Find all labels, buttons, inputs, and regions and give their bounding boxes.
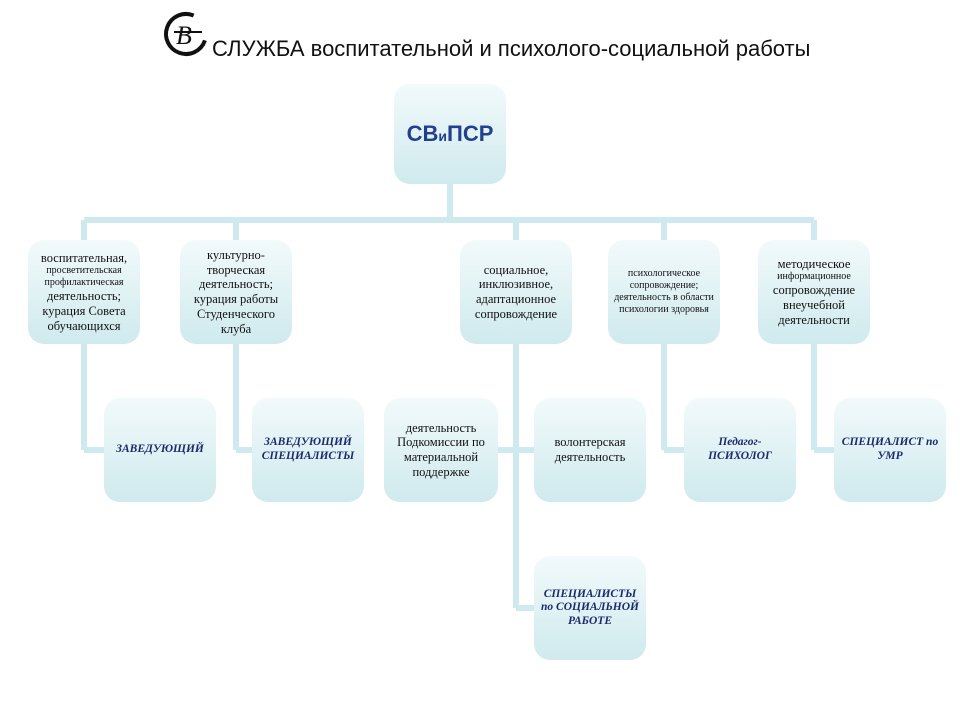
branch-social: социальное, инклюзивное, адаптационное с… [460, 240, 572, 344]
branch-vospit-line: деятельность; [46, 289, 122, 304]
branch-psych: психологическое сопровождение; деятельно… [608, 240, 720, 344]
role-metod: СПЕЦИАЛИСТ по УМР [834, 398, 946, 502]
root-sub: и [438, 128, 447, 145]
branch-vospit-line: курация Совета [42, 303, 126, 318]
role-psych: Педагог-ПСИХОЛОГ [684, 398, 796, 502]
root-node: СВиПСР [394, 84, 506, 184]
role-social: СПЕЦИАЛИСТЫ по СОЦИАЛЬНОЙ РАБОТЕ [534, 556, 646, 660]
branch-metod-line: методическое [777, 256, 851, 271]
social-volunteer: волонтерская деятельность [534, 398, 646, 502]
role-vospit: ЗАВЕДУЮЩИЙ [104, 398, 216, 502]
branch-metod-line: сопровождение [772, 283, 856, 298]
branch-vospit-line: профилактическая [44, 277, 124, 289]
branch-vospit: воспитательная, просветительская профила… [28, 240, 140, 344]
role-kultur: ЗАВЕДУЮЩИЙ СПЕЦИАЛИСТЫ [252, 398, 364, 502]
branch-metod-line: внеучебной [783, 297, 845, 312]
service-logo: В [164, 12, 208, 56]
root-tail: ПСР [447, 121, 494, 147]
branch-metod: методическое информационное сопровождени… [758, 240, 870, 344]
branch-vospit-line: просветительская [46, 265, 122, 277]
social-subcommission: деятельность Подкомиссии по материальной… [384, 398, 498, 502]
branch-kultur: культурно-творческая деятельность; курац… [180, 240, 292, 344]
branch-vospit-line: обучающихся [47, 318, 121, 333]
page-title: СЛУЖБА воспитательной и психолого-социал… [212, 36, 811, 61]
branch-metod-line: деятельности [778, 312, 850, 327]
svg-text:В: В [176, 21, 192, 50]
root-main: СВ [406, 121, 439, 147]
branch-vospit-line: воспитательная, [40, 250, 128, 265]
branch-metod-line: информационное [777, 271, 851, 283]
